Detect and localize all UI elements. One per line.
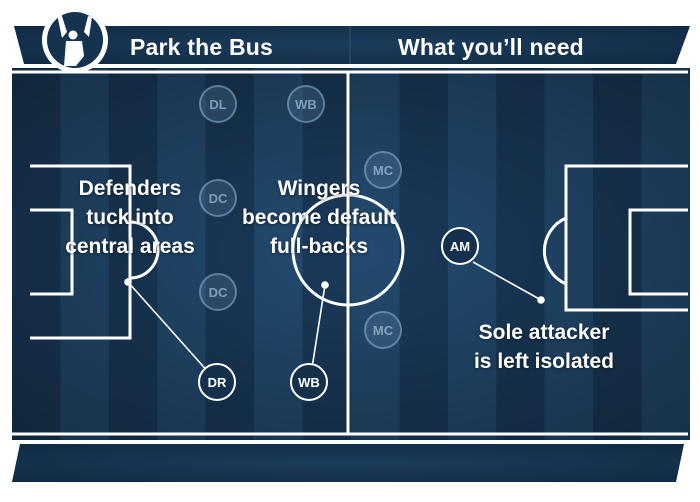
wingers-note-line-2: become default xyxy=(241,206,397,229)
wingers-note: Wingers become default full-backs xyxy=(236,174,402,261)
section-title: What you’ll need xyxy=(398,34,584,60)
defenders-note-line-1: Defenders xyxy=(78,177,182,200)
header-banner xyxy=(14,26,690,64)
player-dc-upper: DC xyxy=(199,179,237,217)
player-dl: DL xyxy=(199,85,237,123)
wingers-pointer-dot xyxy=(321,281,329,289)
left-six-yard-box xyxy=(30,208,74,296)
defenders-pointer xyxy=(127,281,211,375)
wingers-pointer xyxy=(311,284,326,369)
attacker-note-line-1: Sole attacker xyxy=(478,321,610,344)
defenders-note-line-3: central areas xyxy=(65,235,195,258)
page-title: Park the Bus xyxy=(130,34,274,60)
footballer-celebrating-icon xyxy=(42,7,108,73)
player-am: AM xyxy=(441,227,479,265)
player-wb-bottom: WB xyxy=(290,363,328,401)
attacker-pointer xyxy=(472,261,542,301)
left-penalty-arc xyxy=(129,220,160,280)
footer-banner xyxy=(12,444,684,482)
wingers-note-line-3: full-backs xyxy=(269,235,369,258)
player-mc-lower: MC xyxy=(364,311,402,349)
defenders-note: Defenders tuck into central areas xyxy=(50,174,210,261)
right-penalty-box xyxy=(564,164,688,312)
left-penalty-box xyxy=(30,164,132,340)
player-wb-top: WB xyxy=(287,85,325,123)
player-dr: DR xyxy=(198,363,236,401)
attacker-note-line-2: is left isolated xyxy=(473,350,615,373)
attacker-pointer-dot xyxy=(537,296,545,304)
pointer-lines xyxy=(124,261,545,375)
attacker-note: Sole attacker is left isolated xyxy=(462,318,626,376)
outer-boundary xyxy=(12,70,688,436)
defenders-note-line-2: tuck into xyxy=(86,206,174,229)
right-penalty-arc xyxy=(542,216,567,286)
player-dc-lower: DC xyxy=(199,273,237,311)
player-mc-upper: MC xyxy=(364,151,402,189)
defenders-pointer-dot xyxy=(124,278,132,286)
right-six-yard-box xyxy=(628,208,688,296)
pitch-vignette xyxy=(12,68,690,440)
pitch-markings xyxy=(12,70,688,436)
centre-circle xyxy=(291,193,405,307)
wingers-note-line-1: Wingers xyxy=(277,177,361,200)
